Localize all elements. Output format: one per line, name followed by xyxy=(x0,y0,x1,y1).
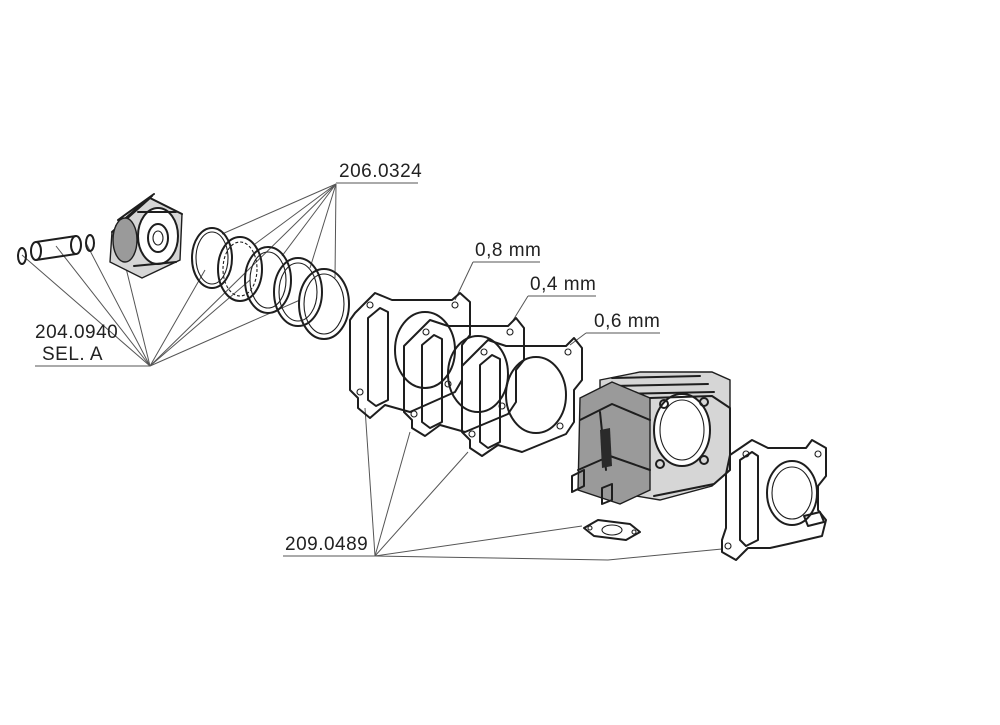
piston-ring-1-icon xyxy=(191,227,233,289)
piston-ring-3-icon xyxy=(244,246,292,314)
label-piston-sel: SEL. A xyxy=(42,344,103,365)
label-gasket-set: 209.0489 xyxy=(285,534,368,555)
label-piston-rings: 206.0324 xyxy=(339,161,422,182)
piston-ring-2-icon xyxy=(217,236,263,302)
exhaust-gasket-icon xyxy=(583,519,641,541)
piston-pin-clip-left-icon xyxy=(17,247,27,265)
label-gasket-04mm: 0,4 mm xyxy=(530,274,596,295)
gasket-06mm-icon xyxy=(461,337,583,457)
gasket-04mm-icon xyxy=(403,317,525,437)
label-gasket-08mm: 0,8 mm xyxy=(475,240,541,261)
piston-icon xyxy=(109,193,183,279)
label-gasket-06mm: 0,6 mm xyxy=(594,311,660,332)
piston-ring-4-icon xyxy=(273,257,323,327)
piston-ring-5-icon xyxy=(298,268,350,340)
label-piston-pin: 204.0940 xyxy=(35,322,118,343)
head-gasket-icon xyxy=(721,439,827,561)
piston-pin-icon xyxy=(30,235,82,261)
cylinder-icon xyxy=(571,371,731,505)
piston-pin-clip-right-icon xyxy=(85,234,95,252)
